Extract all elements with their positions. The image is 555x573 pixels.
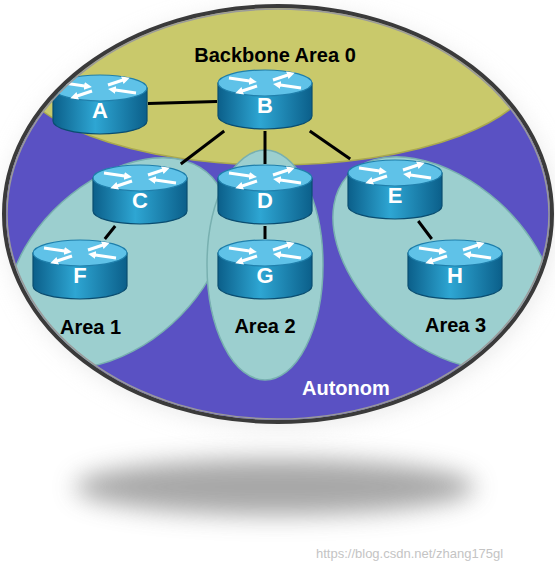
link-line bbox=[310, 131, 350, 159]
router-arrow bbox=[44, 248, 68, 252]
router-arrow bbox=[463, 244, 481, 250]
link-line bbox=[418, 221, 432, 239]
router: D bbox=[217, 164, 313, 226]
router-top bbox=[218, 240, 312, 266]
router-label: H bbox=[407, 263, 503, 289]
area-ellipse: Area 3 E H bbox=[340, 145, 545, 380]
router-top bbox=[218, 165, 312, 191]
router-arrow bbox=[108, 79, 126, 85]
link-line bbox=[105, 226, 115, 239]
router-arrow bbox=[273, 74, 291, 80]
link-line bbox=[148, 101, 217, 103]
router-arrow bbox=[467, 255, 491, 259]
router-arrow bbox=[277, 85, 301, 89]
router-arrow bbox=[229, 173, 253, 177]
router-top bbox=[408, 240, 502, 266]
router-arrow bbox=[239, 256, 257, 262]
frame-inner-line bbox=[7, 9, 549, 419]
router-arrow bbox=[112, 90, 136, 94]
router-label: G bbox=[217, 263, 313, 289]
router-arrow bbox=[359, 168, 383, 172]
router-top bbox=[218, 70, 312, 96]
router-label: E bbox=[347, 183, 443, 209]
router: F bbox=[32, 239, 128, 301]
system-label: Autonom bbox=[302, 376, 390, 400]
router-top bbox=[53, 75, 147, 101]
router-arrow bbox=[419, 248, 443, 252]
link-line bbox=[264, 131, 267, 164]
watermark: https://blog.csdn.net/zhang175gl bbox=[316, 546, 503, 561]
link-line bbox=[181, 131, 224, 164]
area-ellipse bbox=[293, 115, 555, 411]
router-label: F bbox=[32, 263, 128, 289]
backbone-area: Backbone Area 0 A B bbox=[15, 0, 535, 165]
router-arrow bbox=[152, 180, 176, 184]
router: E bbox=[347, 159, 443, 221]
router-arrow bbox=[273, 169, 291, 175]
router-arrow bbox=[429, 256, 447, 262]
router-arrow bbox=[64, 83, 88, 87]
area-ellipse: Area 2 D G bbox=[210, 150, 320, 380]
router-top bbox=[348, 160, 442, 186]
router-arrow bbox=[104, 173, 128, 177]
area-ellipse bbox=[207, 150, 323, 380]
router: C bbox=[92, 164, 188, 226]
area-label: Area 3 bbox=[425, 313, 486, 337]
router-arrow bbox=[54, 256, 72, 262]
router-top bbox=[93, 165, 187, 191]
router-label: C bbox=[92, 188, 188, 214]
router: G bbox=[217, 239, 313, 301]
frame-outline bbox=[4, 6, 552, 422]
area-label: Backbone Area 0 bbox=[15, 43, 535, 67]
router-arrow bbox=[403, 164, 421, 170]
drop-shadow bbox=[75, 459, 475, 515]
router-arrow bbox=[239, 86, 257, 92]
router: B bbox=[217, 69, 313, 131]
router-arrow bbox=[407, 175, 431, 179]
autonomous-system: Autonom Backbone Area 0 A B Area 1 C F Area 2 D G… bbox=[0, 0, 555, 430]
band-ellipse bbox=[13, 0, 537, 165]
router-arrow bbox=[369, 176, 387, 182]
router-arrow bbox=[277, 255, 301, 259]
router-arrow bbox=[148, 169, 166, 175]
area-label: Area 1 bbox=[60, 315, 121, 339]
router-arrow bbox=[92, 255, 116, 259]
router: H bbox=[407, 239, 503, 301]
router-arrow bbox=[114, 181, 132, 187]
router-arrow bbox=[74, 91, 92, 97]
router-label: A bbox=[52, 98, 148, 124]
router-arrow bbox=[273, 244, 291, 250]
router: A bbox=[52, 74, 148, 136]
area-label: Area 2 bbox=[210, 314, 320, 338]
link-line bbox=[264, 226, 267, 239]
router-arrow bbox=[88, 244, 106, 250]
router-arrow bbox=[239, 181, 257, 187]
router-arrow bbox=[229, 78, 253, 82]
router-label: B bbox=[217, 93, 313, 119]
router-arrow bbox=[277, 180, 301, 184]
router-label: D bbox=[217, 188, 313, 214]
router-arrow bbox=[229, 248, 253, 252]
router-top bbox=[33, 240, 127, 266]
area-ellipse: Area 1 C F bbox=[15, 145, 215, 380]
